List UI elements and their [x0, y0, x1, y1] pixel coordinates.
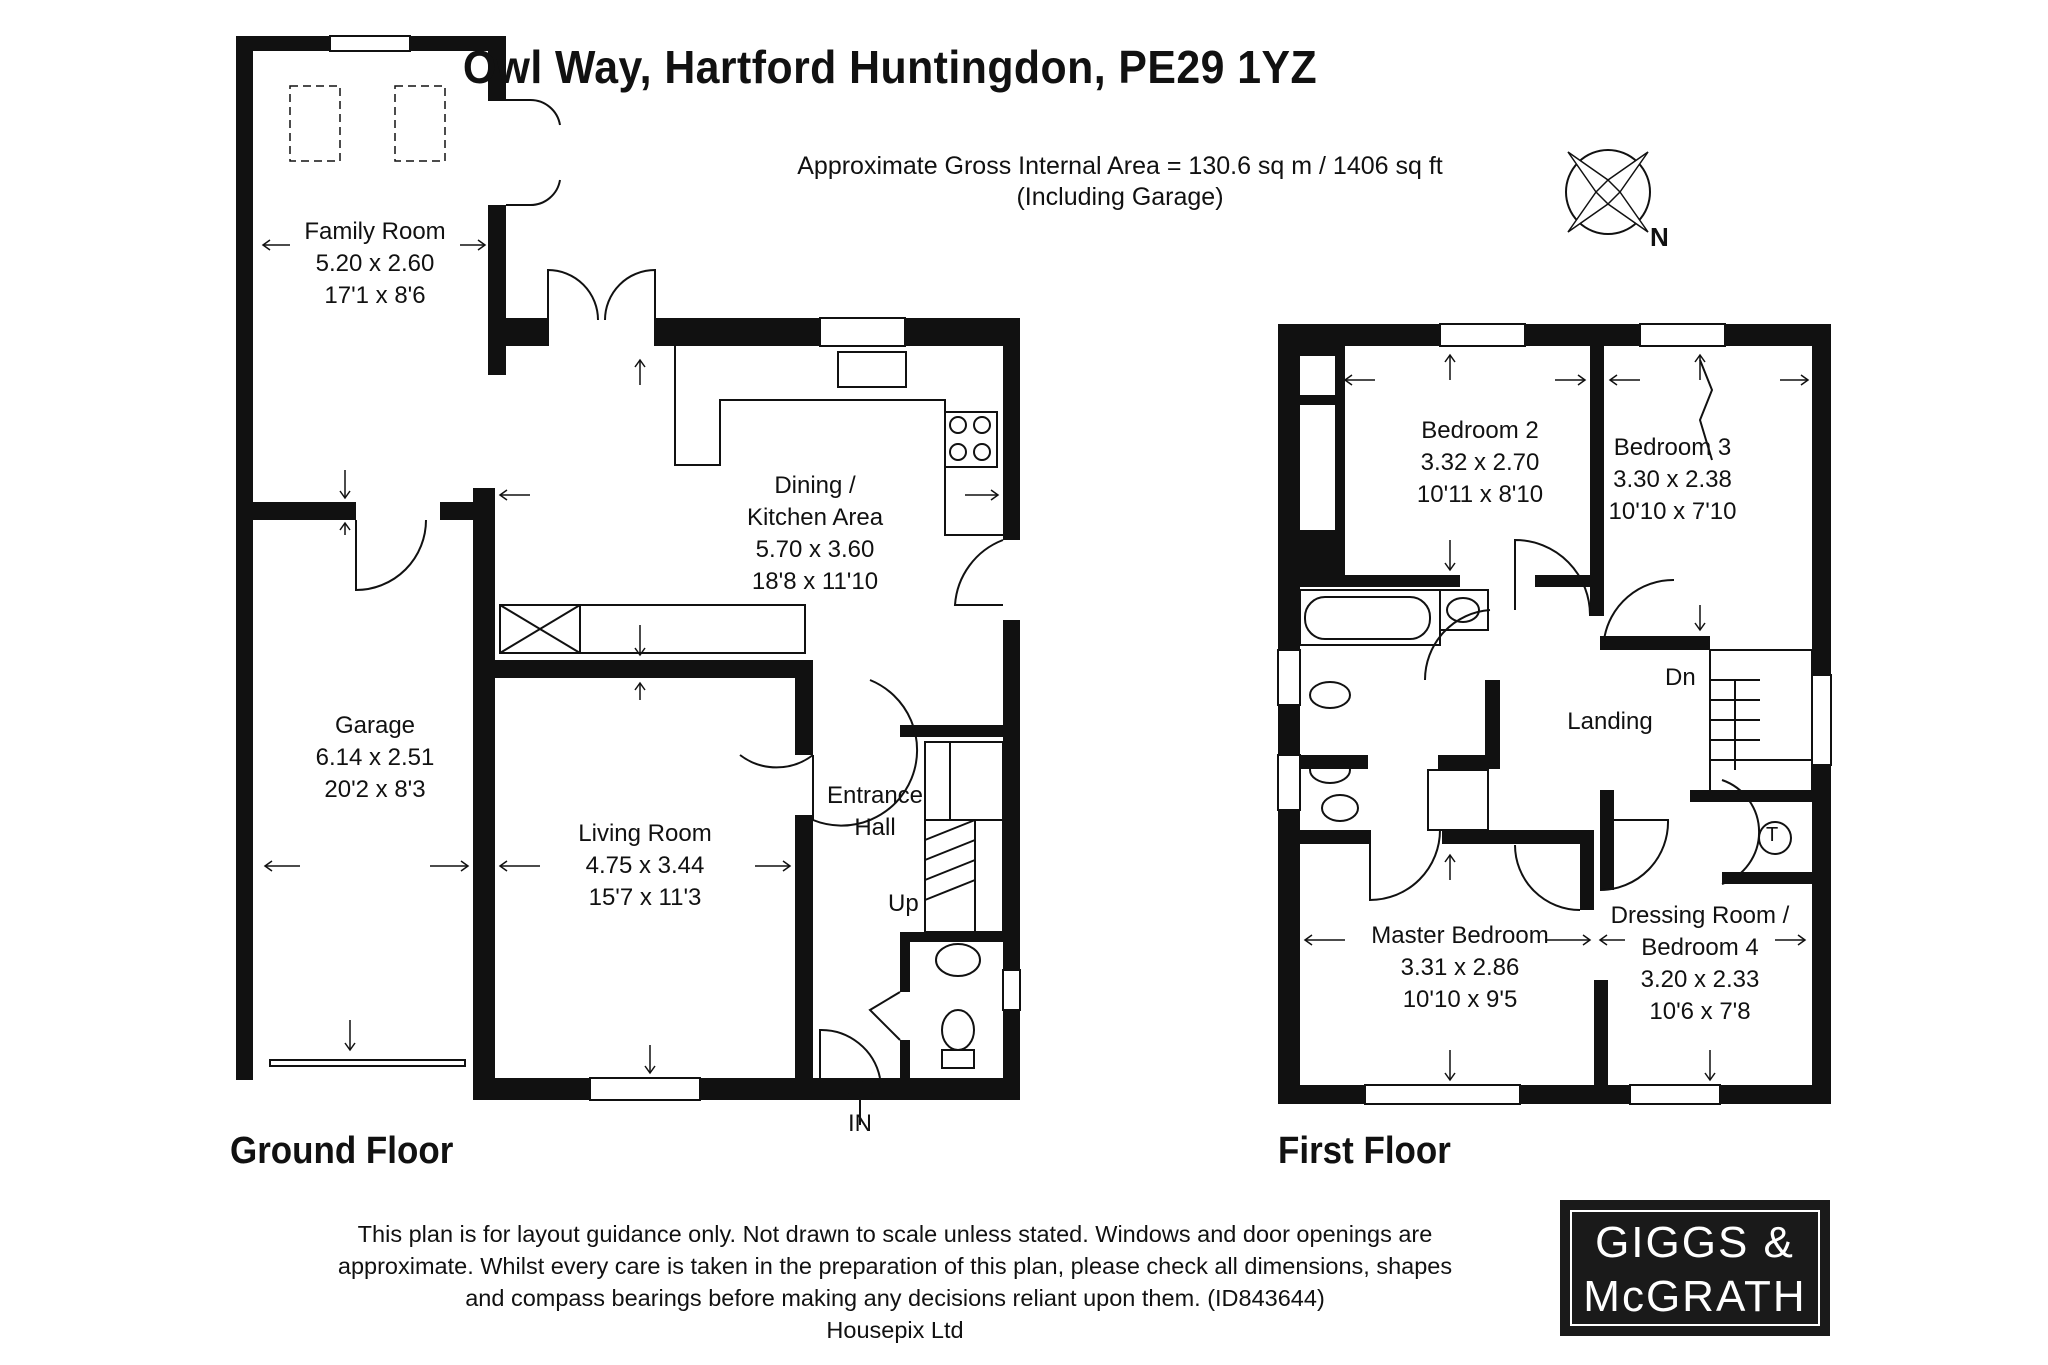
room-size-metric: 4.75 x 3.44	[585, 852, 705, 879]
garage-door	[269, 1059, 466, 1067]
room-size-imperial: 20'2 x 8'3	[324, 776, 426, 803]
room-size-imperial: 15'7 x 11'3	[588, 884, 702, 911]
north-label: N	[1650, 222, 1669, 252]
entrance-hall-label: Entrance Hall	[800, 780, 950, 844]
ground-floor-label: Ground Floor	[230, 1130, 454, 1172]
room-name: Dining /	[774, 472, 856, 499]
room-size-imperial: 10'11 x 8'10	[1416, 481, 1544, 508]
logo-line-2: McGRATH	[1583, 1272, 1807, 1321]
room-name: Entrance	[826, 782, 924, 809]
dining-kitchen-label: Dining / Kitchen Area 5.70 x 3.60 18'8 x…	[690, 470, 940, 598]
stairs-down-label: Dn	[1665, 664, 1696, 691]
compass-rose-icon	[1565, 149, 1651, 235]
family-room-label: Family Room 5.20 x 2.60 17'1 x 8'6	[270, 216, 480, 312]
room-name: Living Room	[578, 820, 712, 847]
agent-logo: GIGGS & McGRATH	[1560, 1200, 1830, 1336]
room-size-metric: 5.20 x 2.60	[315, 250, 435, 277]
room-name: Bedroom 2	[1421, 417, 1539, 444]
room-name: Bedroom 3	[1613, 434, 1732, 461]
room-name: Hall	[854, 814, 896, 841]
room-size-metric: 6.14 x 2.51	[315, 744, 435, 771]
room-size-metric: 5.70 x 3.60	[755, 536, 875, 563]
stairs-up-label: Up	[888, 890, 919, 917]
first-floor-label: First Floor	[1278, 1130, 1451, 1172]
garage-label: Garage 6.14 x 2.51 20'2 x 8'3	[270, 710, 480, 806]
room-name: Garage	[334, 712, 416, 739]
living-room-label: Living Room 4.75 x 3.44 15'7 x 11'3	[540, 818, 750, 914]
landing-label: Landing	[1550, 706, 1670, 738]
disclaimer-credit: Housepix Ltd	[826, 1317, 964, 1343]
room-size-imperial: 17'1 x 8'6	[324, 282, 426, 309]
room-name: Kitchen Area	[746, 504, 884, 531]
disclaimer-text: This plan is for layout guidance only. N…	[337, 1221, 1453, 1311]
room-size-metric: 3.32 x 2.70	[1420, 449, 1540, 476]
room-name: Master Bedroom	[1371, 922, 1549, 949]
room-name: Bedroom 4	[1641, 934, 1759, 961]
tank-label: T	[1766, 824, 1779, 846]
disclaimer: This plan is for layout guidance only. N…	[0, 1218, 1790, 1346]
room-size-imperial: 10'10 x 9'5	[1402, 986, 1518, 1013]
room-name: Family Room	[304, 218, 446, 245]
entrance-in-label: IN	[848, 1110, 872, 1137]
room-size-imperial: 18'8 x 11'10	[751, 568, 879, 595]
gross-internal-area: Approximate Gross Internal Area = 130.6 …	[797, 152, 1443, 180]
room-size-metric: 3.20 x 2.33	[1640, 966, 1760, 993]
room-name: Landing	[1567, 708, 1653, 735]
master-bedroom-label: Master Bedroom 3.31 x 2.86 10'10 x 9'5	[1355, 920, 1565, 1016]
room-size-imperial: 10'6 x 7'8	[1649, 998, 1751, 1025]
room-size-metric: 3.30 x 2.38	[1613, 466, 1732, 493]
room-size-metric: 3.31 x 2.86	[1400, 954, 1520, 981]
dressing-room-label: Dressing Room / Bedroom 4 3.20 x 2.33 10…	[1595, 900, 1805, 1028]
bedroom-2-label: Bedroom 2 3.32 x 2.70 10'11 x 8'10	[1375, 415, 1585, 511]
area-note: (Including Garage)	[1016, 183, 1224, 211]
plan-title: Owl Way, Hartford Huntingdon, PE29 1YZ	[462, 41, 1318, 93]
room-size-imperial: 10'10 x 7'10	[1608, 498, 1737, 525]
room-name: Dressing Room /	[1610, 902, 1790, 929]
bedroom-3-label: Bedroom 3 3.30 x 2.38 10'10 x 7'10	[1600, 432, 1745, 528]
logo-line-1: GIGGS &	[1595, 1218, 1795, 1267]
